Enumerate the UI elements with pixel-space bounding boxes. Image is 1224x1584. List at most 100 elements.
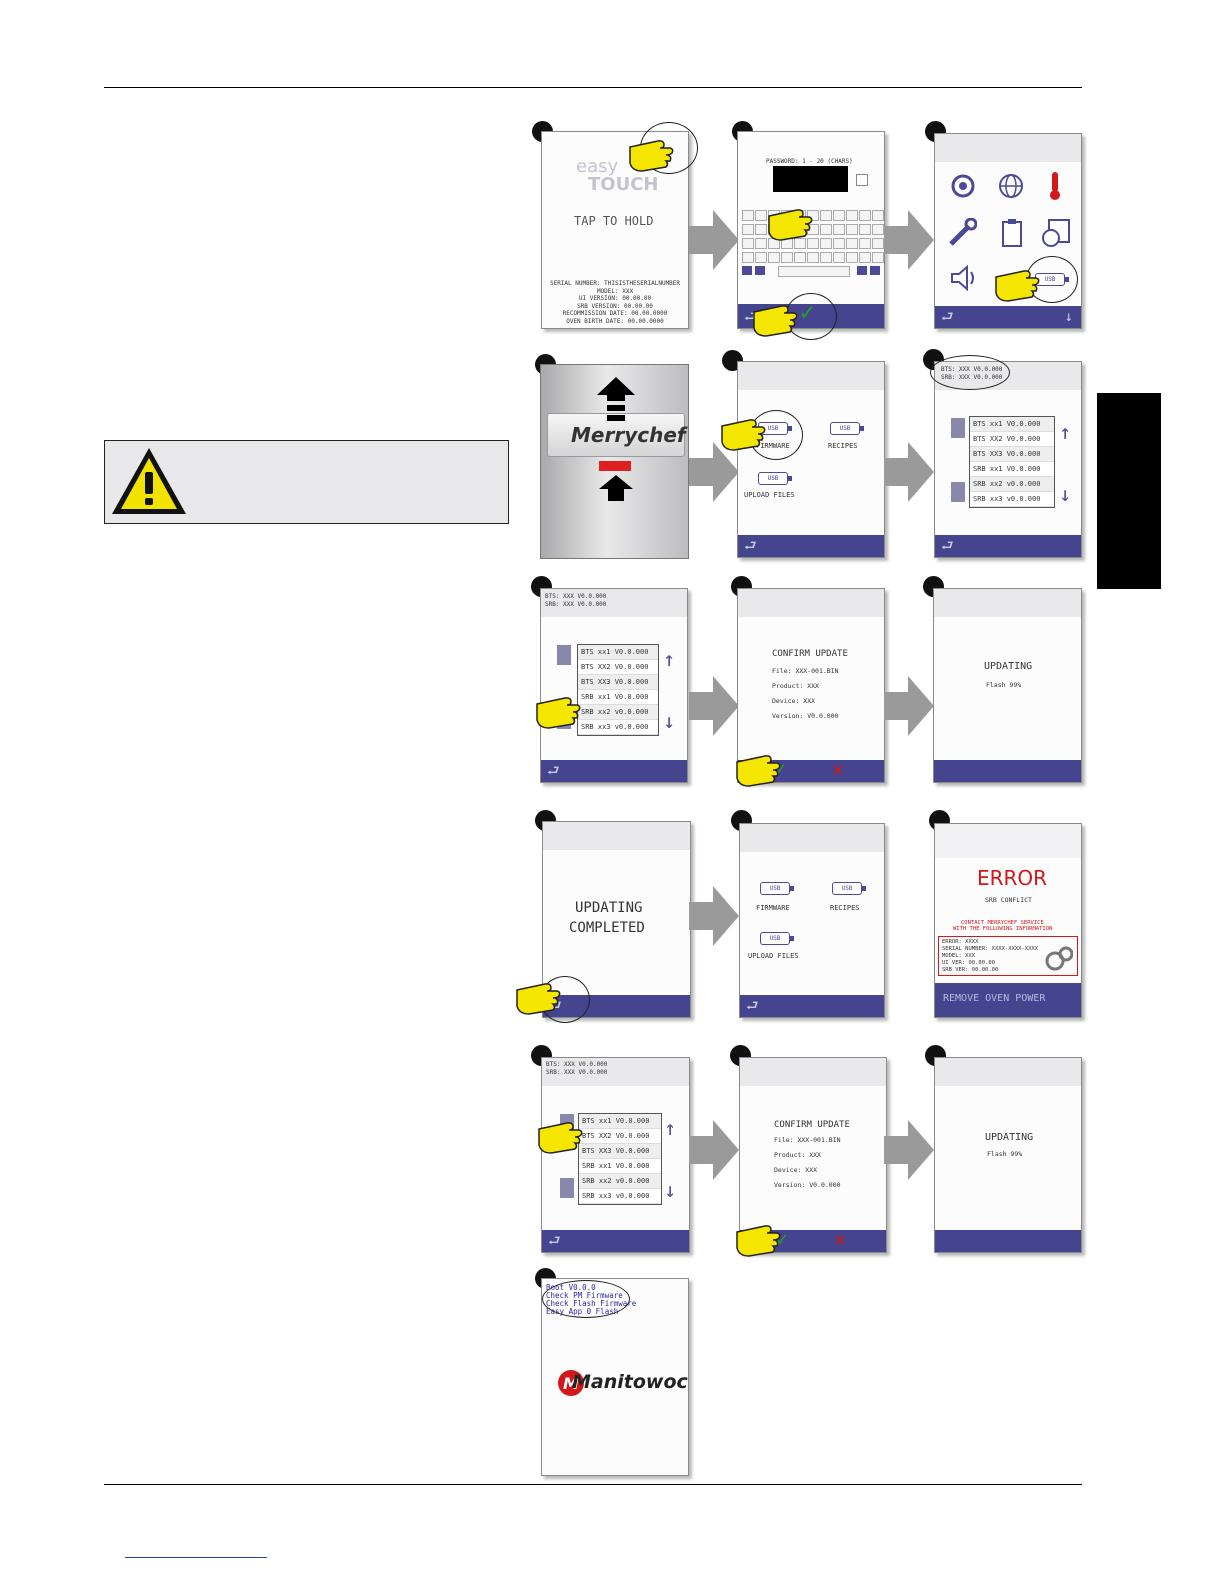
confirm-check-icon[interactable]: ✓ [800,298,815,326]
gears-icon [1045,946,1073,971]
screen-updating-2: UPDATING Flash 99% [934,1057,1082,1253]
cancel-x-icon[interactable]: ✕ [832,757,845,781]
list-item[interactable]: SRB xx2 v0.0.000 [578,705,658,720]
clear-icon[interactable] [856,174,868,186]
back-icon[interactable]: ⮐ [746,998,759,1014]
list-item[interactable]: SRB xx3 v0.0.000 [970,492,1054,507]
footer-link-underline[interactable] [125,1557,267,1558]
scroll-bottom-icon[interactable] [560,1178,574,1198]
screen-firmware-select[interactable]: BTS: XXX V0.0.000 SRB: XXX V0.0.000 BTS … [540,588,688,783]
list-item[interactable]: SRB xx1 V0.0.000 [970,462,1054,477]
list-item[interactable]: BTS XX3 V0.0.000 [578,675,658,690]
list-item[interactable]: BTS XX3 V0.0.000 [970,447,1054,462]
list-item[interactable]: BTS XX2 V0.0.000 [970,432,1054,447]
screen-header [740,824,884,852]
back-icon[interactable]: ⮐ [744,538,757,554]
list-item[interactable]: BTS xx1 V0.0.000 [970,417,1054,432]
recipes-usb-icon[interactable]: USB [830,422,864,435]
recipes-usb-icon[interactable]: USB [832,882,866,895]
back-icon[interactable]: ⮐ [547,763,560,779]
screen-firmware-select-2[interactable]: BTS: XXX V0.0.000 SRB: XXX V0.0.000 BTS … [541,1057,690,1253]
list-item[interactable]: SRB xx3 v0.0.000 [578,720,658,735]
calendar-clock-icon[interactable] [1041,218,1071,248]
screen-header [935,134,1081,162]
scroll-top-icon[interactable] [951,418,965,438]
back-icon[interactable]: ⮐ [941,538,954,554]
highlight-circle [930,355,1010,390]
flow-arrow-icon [884,1120,934,1180]
list-item[interactable]: SRB xx1 V0.0.000 [579,1159,661,1174]
firmware-usb-icon[interactable]: USB [760,882,794,895]
manitowoc-logo: Manitowoc [572,1371,688,1393]
list-item[interactable]: BTS xx1 V0.0.000 [578,645,658,660]
tap-to-hold-text: TAP TO HOLD [574,214,654,228]
confirm-title: CONFIRM UPDATE [774,1120,850,1130]
footer-rule [104,1484,1082,1485]
globe-icon[interactable] [997,172,1025,200]
screen-usb-menu-return[interactable]: USB FIRMWARE USB RECIPES USB UPLOAD FILE… [739,823,885,1018]
list-item[interactable]: SRB xx2 v0.0.000 [579,1174,661,1189]
bts-version: BTS: XXX V0.0.000 [545,593,607,600]
scroll-down-icon[interactable]: ↓ [1059,482,1072,506]
screen-usb-menu[interactable]: USB FIRMWARE USB RECIPES USB UPLOAD FILE… [737,361,885,558]
recipes-label[interactable]: RECIPES [828,442,858,450]
screen-welcome[interactable]: easy TOUCH TAP TO HOLD SERIAL NUMBER: TH… [541,131,689,329]
speaker-icon[interactable] [949,264,979,292]
error-code: ERROR: XXXX [942,939,979,945]
scroll-up-icon[interactable]: ↑ [1059,420,1072,444]
screen-updating: UPDATING Flash 99% [933,588,1082,783]
updating-progress: Flash 99% [986,681,1022,689]
firmware-label[interactable]: FIRMWARE [756,904,790,912]
cancel-x-icon[interactable]: ✕ [834,1227,847,1251]
back-icon[interactable]: ⮐ [548,1233,561,1249]
list-item[interactable]: BTS XX2 V0.0.000 [579,1129,661,1144]
pointing-hand-icon [538,1122,583,1154]
pointing-hand-icon [736,1225,781,1257]
flow-arrow-icon [689,1120,739,1180]
scroll-down-icon[interactable]: ↓ [663,709,676,733]
upload-usb-icon[interactable]: USB [758,472,792,485]
screen-header [935,824,1081,858]
upload-label[interactable]: UPLOAD FILES [748,952,799,960]
screen-header [740,1058,886,1086]
pointing-hand-icon [536,697,581,729]
thermometer-icon[interactable] [1045,170,1065,202]
list-item[interactable]: SRB xx2 v0.0.000 [970,477,1054,492]
list-item[interactable]: SRB xx3 v0.0.000 [579,1189,661,1204]
list-item[interactable]: BTS XX2 V0.0.000 [578,660,658,675]
clipboard-icon[interactable] [1001,218,1023,248]
down-arrow-icon[interactable]: ↓ [1064,309,1073,325]
scroll-top-icon[interactable] [557,645,571,665]
updating-title: UPDATING [985,1132,1034,1143]
confirm-version: Version: V0.0.000 [774,1181,841,1189]
upload-label[interactable]: UPLOAD FILES [744,491,795,499]
screen-confirm-update[interactable]: CONFIRM UPDATE File: XXX-001.BIN Product… [737,588,885,783]
completed-line1: UPDATING [575,900,643,916]
merrychef-logo: Merrychef [571,423,686,447]
recipes-label[interactable]: RECIPES [830,904,860,912]
list-item[interactable]: SRB xx1 V0.0.000 [578,690,658,705]
scroll-down-icon[interactable]: ↓ [664,1178,677,1202]
error-contact-line1: CONTACT MERRYCHEF SERVICE [961,920,1044,926]
bottom-bar [934,760,1081,782]
accept-check-icon[interactable]: ✓ [776,1227,789,1251]
scroll-up-icon[interactable]: ↑ [664,1116,677,1140]
list-item[interactable]: BTS XX3 V0.0.000 [579,1144,661,1159]
upload-usb-icon[interactable]: USB [760,932,794,945]
error-subtitle: SRB CONFLICT [985,896,1032,904]
error-contact-line2: WITH THE FOLLOWING INFORMATION [953,926,1053,932]
settings-wheel-icon[interactable] [949,172,977,200]
svg-text:M: M [563,1374,579,1393]
scroll-up-icon[interactable]: ↑ [663,647,676,671]
list-item[interactable]: BTS xx1 V0.0.000 [579,1114,661,1129]
back-icon[interactable]: ⮐ [941,309,954,325]
password-field[interactable] [773,166,848,192]
scroll-bottom-icon[interactable] [951,482,965,502]
screen-main-menu[interactable]: USB ⮐↓ [934,133,1082,329]
manitowoc-badge-icon: M [558,1370,584,1396]
wrench-icon[interactable] [947,218,977,248]
screen-firmware-list[interactable]: BTS: XXX V0.0.000 SRB: XXX V0.0.000 BTS … [934,361,1082,558]
